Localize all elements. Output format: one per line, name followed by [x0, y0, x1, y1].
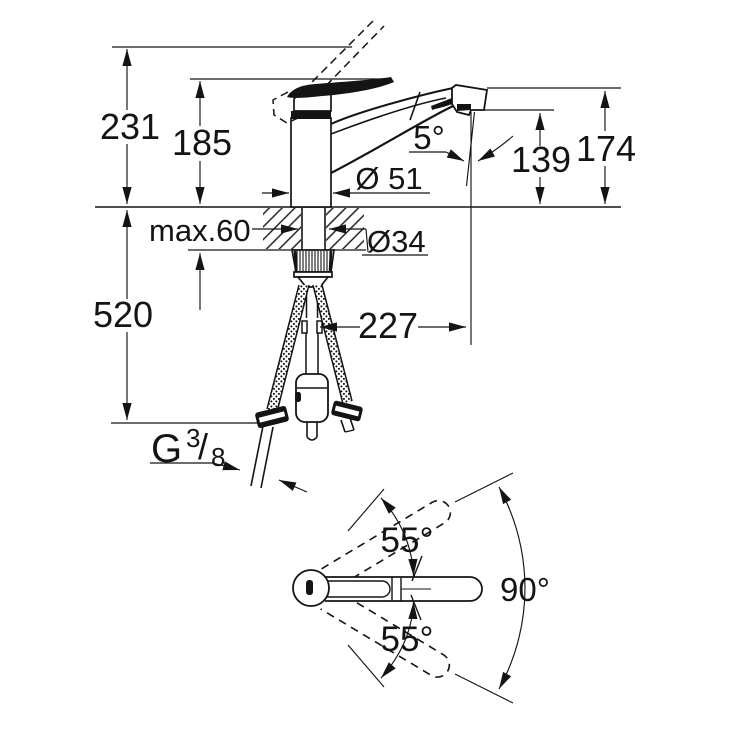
svg-text:3: 3 [186, 423, 200, 453]
dim-55-down [347, 594, 422, 688]
dim-dia34 [252, 224, 428, 256]
spray-outlet [457, 104, 471, 111]
dim-139-label: 139 [511, 139, 571, 180]
lever-handle [287, 77, 394, 98]
body-collar [291, 111, 331, 119]
dim-5deg [409, 111, 514, 345]
supply-hose-right [312, 284, 363, 433]
thread-tail-left [250, 425, 264, 487]
spout [330, 84, 489, 174]
mounting-shank [301, 207, 326, 250]
faucet-body [272, 19, 489, 208]
dim-dia51-label: Ø 51 [355, 161, 422, 196]
dim-90 [454, 472, 526, 704]
base-slot [306, 580, 313, 595]
reference-lines [95, 46, 621, 424]
dim-55-up [347, 488, 423, 582]
svg-text:8: 8 [211, 442, 225, 472]
dim-231-label: 231 [100, 106, 160, 147]
dim-dia34-label: Ø34 [367, 224, 426, 259]
dim-g38-label: G 3 / 8 [151, 423, 225, 472]
mounting-nut [290, 249, 335, 288]
dim-185-label: 185 [172, 122, 232, 163]
swivel-spout-dashed-up [321, 499, 452, 591]
svg-text:/: / [198, 426, 208, 467]
spray-head-top-view [327, 580, 391, 598]
top-view [292, 499, 483, 678]
dimension-labels: 231 185 520 max.60 Ø 51 Ø34 5° 139 174 2… [93, 106, 636, 659]
dimensions-top-view [347, 472, 526, 704]
dim-227-label: 227 [358, 305, 418, 346]
supply-hose-left [250, 284, 310, 489]
dim-520-label: 520 [93, 294, 153, 335]
dimensions-side [122, 49, 610, 493]
lever-raised-dashed [272, 19, 385, 124]
side-view [95, 19, 621, 489]
dim-max60-label: max.60 [149, 213, 251, 248]
dim-55down-label: 55° [381, 620, 434, 659]
svg-text:G: G [151, 427, 182, 471]
dim-90-label: 90° [500, 571, 550, 608]
dim-55up-label: 55° [381, 521, 434, 560]
hose-weight [295, 373, 329, 441]
dim-5deg-label: 5° [413, 119, 445, 156]
swivel-spout-dashed-down [320, 587, 451, 678]
dim-174-label: 174 [576, 128, 636, 169]
dim-g38 [150, 461, 308, 493]
